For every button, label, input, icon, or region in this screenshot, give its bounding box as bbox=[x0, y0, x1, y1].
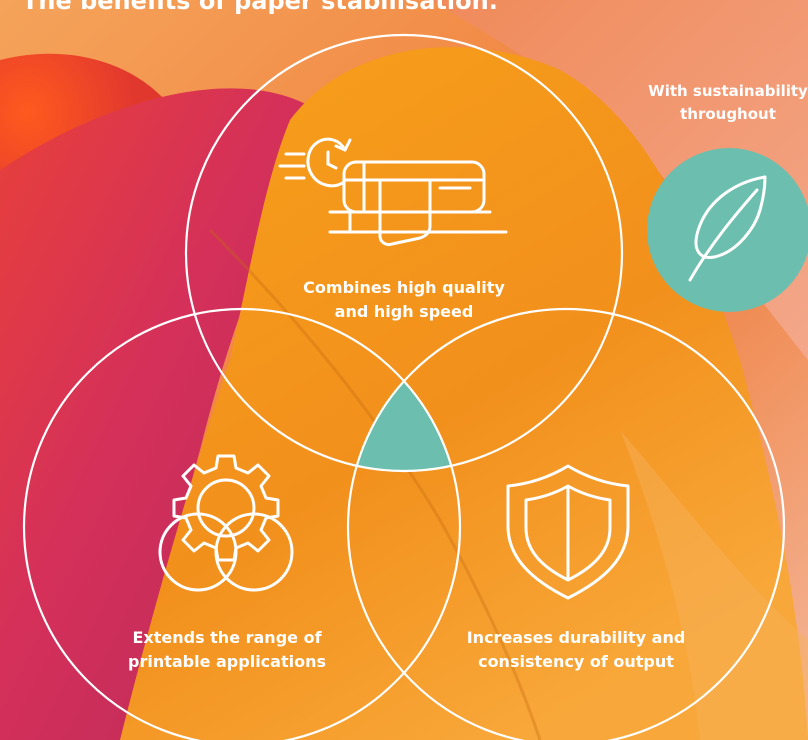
sustainability-label-line2: throughout bbox=[680, 105, 776, 123]
gear-circles-icon bbox=[158, 454, 294, 592]
venn-circle-left bbox=[22, 307, 462, 740]
venn-label-top-line1: Combines high quality bbox=[303, 278, 505, 297]
sustainability-label: With sustainability throughout bbox=[608, 80, 808, 126]
shield-icon bbox=[506, 464, 630, 600]
printer-speed-icon bbox=[278, 137, 508, 246]
venn-label-right: Increases durability and consistency of … bbox=[426, 626, 726, 674]
venn-center-intersection bbox=[348, 309, 460, 471]
venn-label-left: Extends the range of printable applicati… bbox=[77, 626, 377, 674]
venn-label-left-line2: printable applications bbox=[127, 652, 326, 671]
sustainability-badge bbox=[647, 148, 808, 312]
leaf-icon bbox=[688, 175, 767, 282]
venn-label-top: Combines high quality and high speed bbox=[254, 276, 554, 324]
venn-label-top-line2: and high speed bbox=[334, 302, 474, 321]
venn-label-left-line1: Extends the range of bbox=[132, 628, 322, 647]
page-title: The benefits of paper stabilisation. bbox=[22, 0, 498, 15]
sustainability-label-line1: With sustainability bbox=[648, 82, 808, 100]
venn-label-right-line2: consistency of output bbox=[478, 652, 674, 671]
venn-circle-right bbox=[346, 307, 786, 740]
venn-label-right-line1: Increases durability and bbox=[466, 628, 686, 647]
venn-circle-top bbox=[184, 33, 624, 473]
